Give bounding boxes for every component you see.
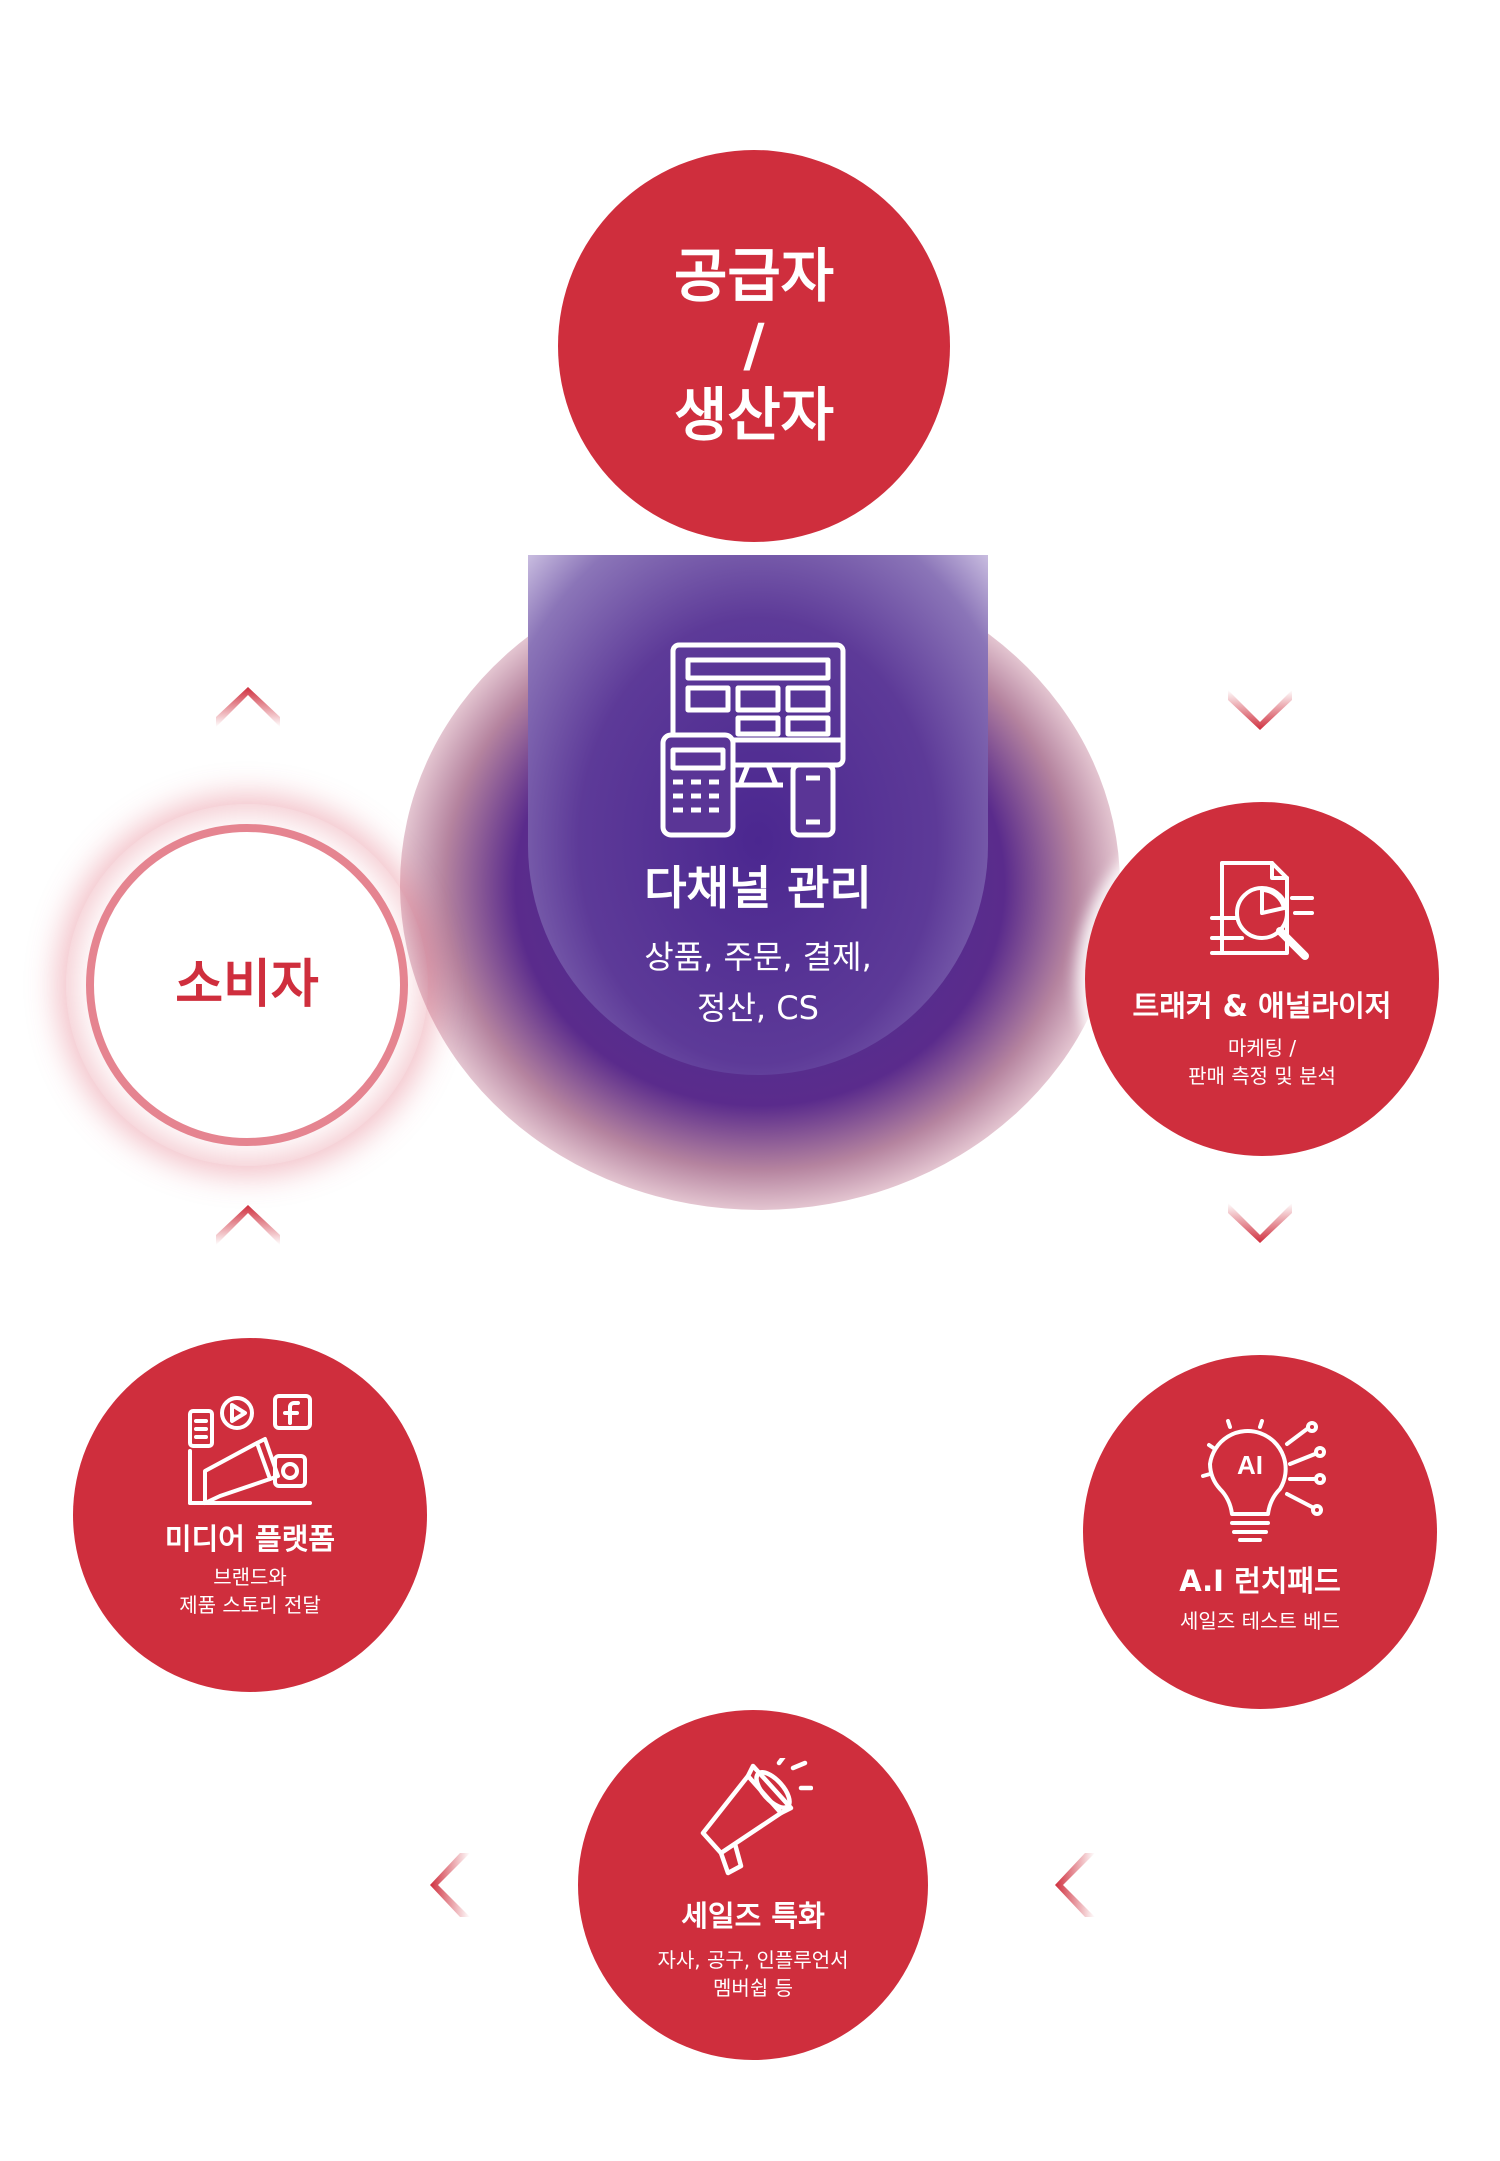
svg-text:AI: AI bbox=[1237, 1450, 1263, 1480]
consumer-title: 소비자 bbox=[175, 954, 319, 1015]
sales-title: 세일즈 특화 bbox=[681, 1898, 825, 1933]
supplier-line3: 생산자 bbox=[673, 380, 835, 449]
ai-title: A.I 런치패드 bbox=[1179, 1563, 1341, 1598]
arrow-left-chevron-icon bbox=[1055, 1853, 1095, 1917]
hub-content: 다채널 관리 상품, 주문, 결제, 정산, CS bbox=[528, 640, 988, 1060]
tracker-sub1: 마케팅 / bbox=[1227, 1036, 1297, 1061]
supplier-line2: / bbox=[743, 311, 765, 380]
arrow-up-chevron-icon bbox=[216, 687, 280, 727]
media-title: 미디어 플랫폼 bbox=[164, 1521, 336, 1556]
media-sub2: 제품 스토리 전달 bbox=[179, 1593, 321, 1618]
sales-sub2: 멤버쉽 등 bbox=[713, 1976, 793, 2001]
ai-sub1: 세일즈 테스트 베드 bbox=[1180, 1609, 1340, 1634]
supplier-line1: 공급자 bbox=[673, 241, 835, 310]
ai-node: AI A.I 런치패드 세일즈 테스트 베드 bbox=[1083, 1355, 1437, 1709]
supplier-node: 공급자 / 생산자 bbox=[558, 150, 950, 542]
arrow-down-chevron-icon bbox=[1228, 690, 1292, 730]
multi-device-icon bbox=[658, 640, 858, 840]
media-sub1: 브랜드와 bbox=[213, 1565, 287, 1590]
ai-lightbulb-icon: AI bbox=[1190, 1418, 1330, 1549]
media-node: 미디어 플랫폼 브랜드와 제품 스토리 전달 bbox=[73, 1338, 427, 1692]
arrow-left-chevron-icon bbox=[430, 1853, 470, 1917]
consumer-node: 소비자 bbox=[86, 824, 408, 1146]
document-analysis-icon bbox=[1207, 858, 1317, 968]
tracker-sub2: 판매 측정 및 분석 bbox=[1188, 1064, 1336, 1089]
tracker-node: 트래커 & 애널라이저 마케팅 / 판매 측정 및 분석 bbox=[1085, 802, 1439, 1156]
megaphone-icon bbox=[693, 1752, 814, 1878]
hub-sub2: 정산, CS bbox=[697, 988, 819, 1027]
arrow-down-chevron-icon bbox=[1228, 1203, 1292, 1243]
hub-card bbox=[528, 555, 988, 1075]
hub-title: 다채널 관리 bbox=[644, 861, 872, 915]
sales-node: 세일즈 특화 자사, 공구, 인플루언서 멤버쉽 등 bbox=[578, 1710, 928, 2060]
hub-sub1: 상품, 주문, 결제, bbox=[644, 937, 872, 976]
sales-sub1: 자사, 공구, 인플루언서 bbox=[657, 1948, 849, 1973]
tracker-title: 트래커 & 애널라이저 bbox=[1132, 988, 1392, 1023]
social-media-icon bbox=[185, 1391, 315, 1511]
arrow-up-chevron-icon bbox=[216, 1205, 280, 1245]
